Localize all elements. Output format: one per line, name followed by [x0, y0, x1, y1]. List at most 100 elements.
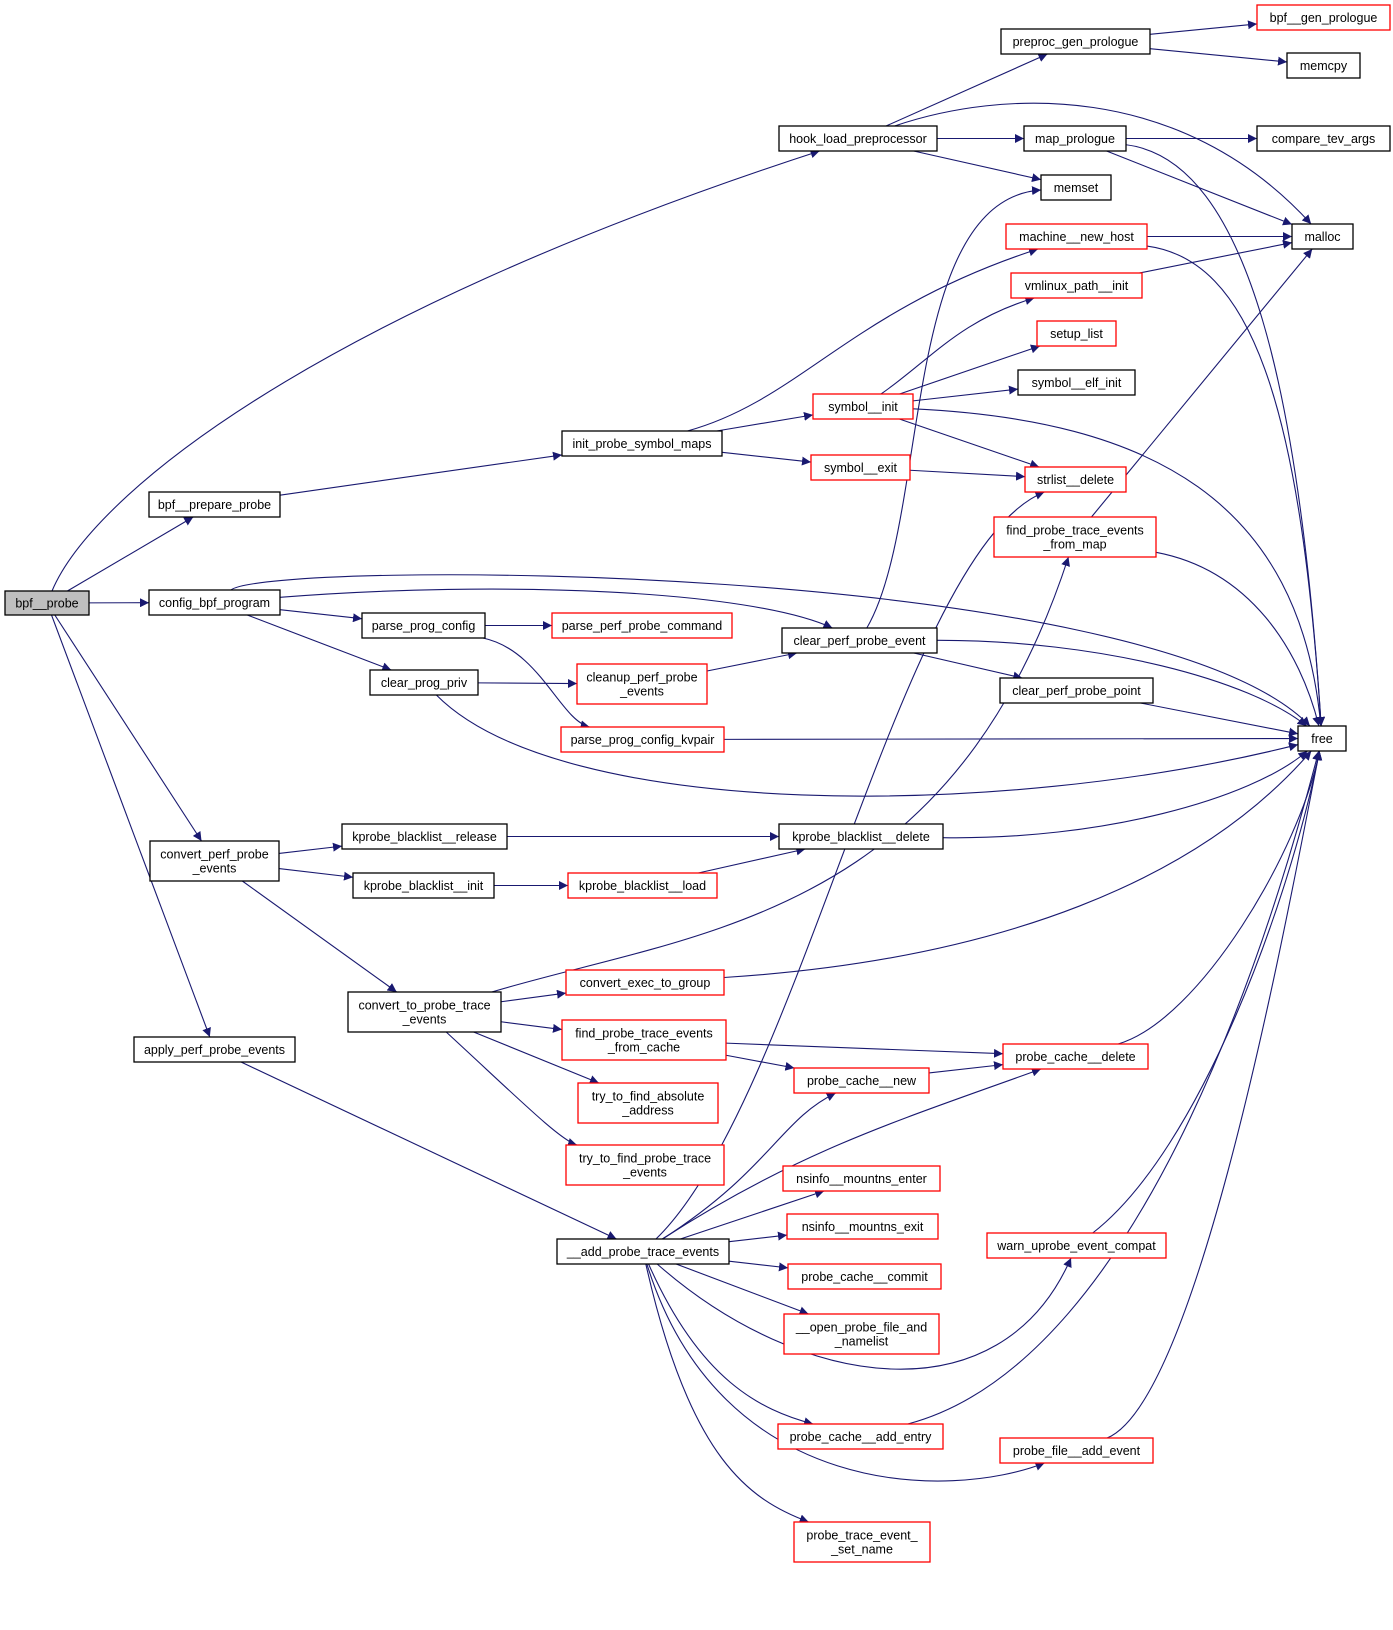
- node-cleanup_perf_probe_events[interactable]: cleanup_perf_probe_events: [576, 663, 708, 705]
- node-find_probe_trace_events_from_cache[interactable]: find_probe_trace_events_from_cache: [561, 1019, 727, 1061]
- node-hook_load_preprocessor[interactable]: hook_load_preprocessor: [778, 125, 938, 152]
- node-box[interactable]: [793, 1521, 931, 1563]
- node-box[interactable]: [1297, 725, 1347, 752]
- node-box[interactable]: [1040, 174, 1112, 201]
- node-box[interactable]: [786, 1213, 939, 1240]
- node-find_probe_trace_events_from_map[interactable]: find_probe_trace_events_from_map: [993, 516, 1157, 558]
- node-parse_prog_config_kvpair[interactable]: parse_prog_config_kvpair: [560, 726, 725, 753]
- node-map_prologue[interactable]: map_prologue: [1023, 125, 1127, 152]
- node-box[interactable]: [1291, 223, 1354, 250]
- node-box[interactable]: [561, 430, 723, 457]
- node-clear_perf_probe_event[interactable]: clear_perf_probe_event: [781, 627, 938, 654]
- node-box[interactable]: [556, 1238, 730, 1265]
- node-box[interactable]: [352, 872, 495, 899]
- node-convert_exec_to_group[interactable]: convert_exec_to_group: [565, 969, 725, 996]
- node-config_bpf_program[interactable]: config_bpf_program: [148, 589, 281, 616]
- node-box[interactable]: [347, 991, 502, 1033]
- node-free[interactable]: free: [1297, 725, 1347, 752]
- node-box[interactable]: [778, 125, 938, 152]
- node-box[interactable]: [341, 823, 508, 850]
- node-vmlinux_path__init[interactable]: vmlinux_path__init: [1010, 272, 1143, 299]
- node-preproc_gen_prologue[interactable]: preproc_gen_prologue: [1000, 28, 1151, 55]
- node-probe_file__add_event[interactable]: probe_file__add_event: [999, 1437, 1154, 1464]
- node-box[interactable]: [4, 590, 90, 616]
- node-__add_probe_trace_events[interactable]: __add_probe_trace_events: [556, 1238, 730, 1265]
- node-box[interactable]: [369, 669, 479, 696]
- node-box[interactable]: [560, 726, 725, 753]
- node-box[interactable]: [1010, 272, 1143, 299]
- node-box[interactable]: [793, 1067, 930, 1094]
- node-malloc[interactable]: malloc: [1291, 223, 1354, 250]
- node-box[interactable]: [148, 491, 281, 518]
- node-init_probe_symbol_maps[interactable]: init_probe_symbol_maps: [561, 430, 723, 457]
- node-parse_prog_config[interactable]: parse_prog_config: [361, 612, 486, 639]
- node-box[interactable]: [576, 663, 708, 705]
- node-symbol__elf_init[interactable]: symbol__elf_init: [1017, 369, 1136, 396]
- node-box[interactable]: [551, 612, 733, 639]
- node-box[interactable]: [148, 589, 281, 616]
- node-box[interactable]: [561, 1019, 727, 1061]
- node-convert_to_probe_trace_events[interactable]: convert_to_probe_trace_events: [347, 991, 502, 1033]
- node-box[interactable]: [565, 969, 725, 996]
- node-nsinfo__mountns_exit[interactable]: nsinfo__mountns_exit: [786, 1213, 939, 1240]
- node-box[interactable]: [777, 1423, 944, 1450]
- node-parse_perf_probe_command[interactable]: parse_perf_probe_command: [551, 612, 733, 639]
- node-clear_perf_probe_point[interactable]: clear_perf_probe_point: [999, 677, 1154, 704]
- node-probe_cache__new[interactable]: probe_cache__new: [793, 1067, 930, 1094]
- node-__open_probe_file_and_namelist[interactable]: __open_probe_file_and_namelist: [783, 1313, 940, 1355]
- node-bpf__probe[interactable]: bpf__probe: [4, 590, 90, 616]
- node-box[interactable]: [361, 612, 486, 639]
- node-box[interactable]: [1023, 125, 1127, 152]
- node-nsinfo__mountns_enter[interactable]: nsinfo__mountns_enter: [782, 1165, 941, 1192]
- node-convert_perf_probe_events[interactable]: convert_perf_probe_events: [149, 840, 280, 882]
- node-box[interactable]: [1286, 52, 1361, 79]
- node-bpf__gen_prologue[interactable]: bpf__gen_prologue: [1256, 4, 1391, 31]
- node-machine__new_host[interactable]: machine__new_host: [1005, 223, 1148, 250]
- node-memcpy[interactable]: memcpy: [1286, 52, 1361, 79]
- node-compare_tev_args[interactable]: compare_tev_args: [1256, 125, 1391, 152]
- node-box[interactable]: [993, 516, 1157, 558]
- node-box[interactable]: [999, 1437, 1154, 1464]
- node-box[interactable]: [778, 823, 944, 850]
- node-box[interactable]: [577, 1082, 719, 1124]
- node-apply_perf_probe_events[interactable]: apply_perf_probe_events: [133, 1036, 296, 1063]
- node-kprobe_blacklist__release[interactable]: kprobe_blacklist__release: [341, 823, 508, 850]
- node-box[interactable]: [1036, 320, 1117, 347]
- node-try_to_find_probe_trace_events[interactable]: try_to_find_probe_trace_events: [565, 1144, 725, 1186]
- node-kprobe_blacklist__load[interactable]: kprobe_blacklist__load: [567, 872, 718, 899]
- node-box[interactable]: [149, 840, 280, 882]
- node-bpf__prepare_probe[interactable]: bpf__prepare_probe: [148, 491, 281, 518]
- node-symbol__init[interactable]: symbol__init: [812, 393, 914, 420]
- node-box[interactable]: [1000, 28, 1151, 55]
- node-kprobe_blacklist__delete[interactable]: kprobe_blacklist__delete: [778, 823, 944, 850]
- node-probe_cache__delete[interactable]: probe_cache__delete: [1002, 1043, 1149, 1070]
- node-box[interactable]: [1024, 466, 1127, 493]
- node-probe_cache__add_entry[interactable]: probe_cache__add_entry: [777, 1423, 944, 1450]
- node-memset[interactable]: memset: [1040, 174, 1112, 201]
- node-box[interactable]: [783, 1313, 940, 1355]
- node-box[interactable]: [567, 872, 718, 899]
- node-box[interactable]: [133, 1036, 296, 1063]
- node-box[interactable]: [782, 1165, 941, 1192]
- node-probe_cache__commit[interactable]: probe_cache__commit: [787, 1263, 942, 1290]
- node-box[interactable]: [1002, 1043, 1149, 1070]
- node-box[interactable]: [1256, 4, 1391, 31]
- node-strlist__delete[interactable]: strlist__delete: [1024, 466, 1127, 493]
- node-box[interactable]: [781, 627, 938, 654]
- node-setup_list[interactable]: setup_list: [1036, 320, 1117, 347]
- node-box[interactable]: [565, 1144, 725, 1186]
- node-probe_trace_event__set_name[interactable]: probe_trace_event__set_name: [793, 1521, 931, 1563]
- node-warn_uprobe_event_compat[interactable]: warn_uprobe_event_compat: [986, 1232, 1167, 1259]
- node-box[interactable]: [986, 1232, 1167, 1259]
- node-kprobe_blacklist__init[interactable]: kprobe_blacklist__init: [352, 872, 495, 899]
- node-box[interactable]: [787, 1263, 942, 1290]
- node-box[interactable]: [1017, 369, 1136, 396]
- node-box[interactable]: [1256, 125, 1391, 152]
- node-clear_prog_priv[interactable]: clear_prog_priv: [369, 669, 479, 696]
- node-box[interactable]: [999, 677, 1154, 704]
- node-symbol__exit[interactable]: symbol__exit: [810, 454, 911, 481]
- node-try_to_find_absolute_address[interactable]: try_to_find_absolute_address: [577, 1082, 719, 1124]
- node-box[interactable]: [810, 454, 911, 481]
- node-box[interactable]: [1005, 223, 1148, 250]
- node-box[interactable]: [812, 393, 914, 420]
